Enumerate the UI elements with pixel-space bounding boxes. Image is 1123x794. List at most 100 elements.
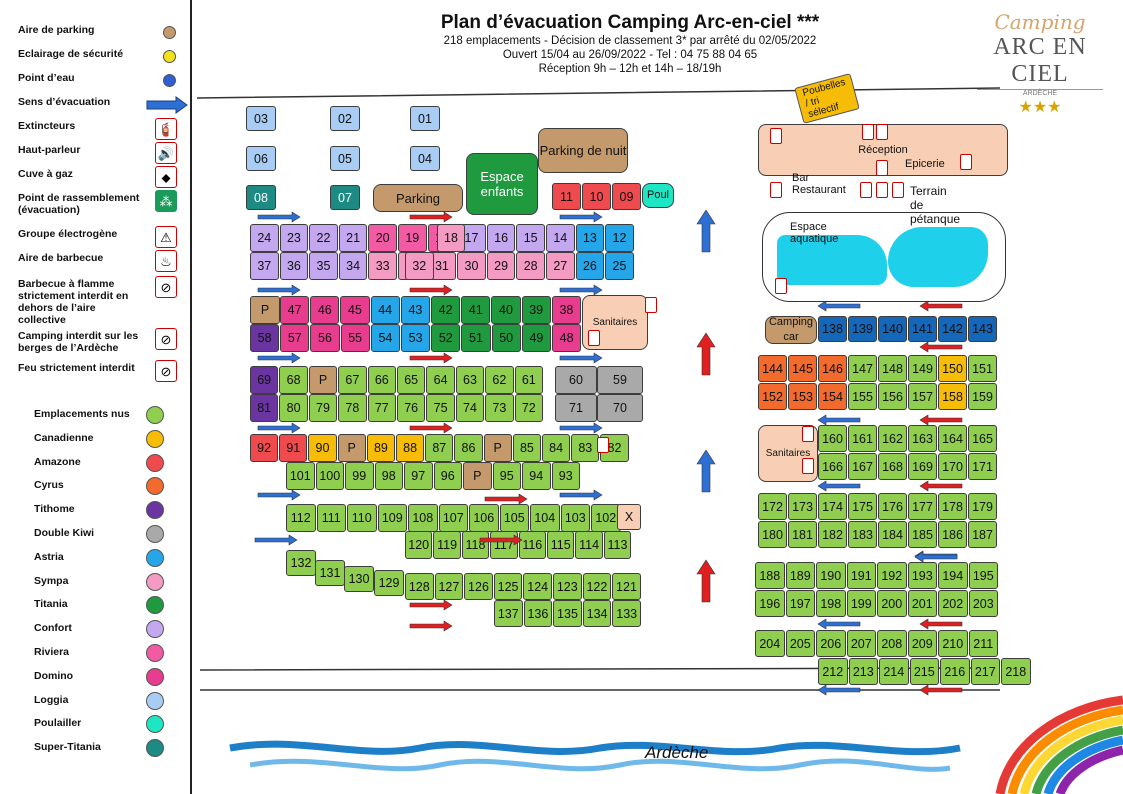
pitch-179[interactable]: 179 (968, 493, 997, 520)
pitch-126[interactable]: 126 (464, 573, 493, 600)
pitch-135[interactable]: 135 (553, 600, 582, 627)
pitch-139[interactable]: 139 (848, 316, 877, 342)
pitch-71[interactable]: 71 (555, 394, 597, 422)
pitch-180[interactable]: 180 (758, 521, 787, 548)
pitch-160[interactable]: 160 (818, 425, 847, 452)
pitch-85[interactable]: 85 (512, 434, 541, 462)
pitch-45[interactable]: 45 (340, 296, 370, 324)
pitch-141[interactable]: 141 (908, 316, 937, 342)
pitch-175[interactable]: 175 (848, 493, 877, 520)
pitch-172[interactable]: 172 (758, 493, 787, 520)
pitch-76[interactable]: 76 (397, 394, 426, 422)
pitch-169[interactable]: 169 (908, 453, 937, 480)
pitch-49[interactable]: 49 (521, 324, 551, 352)
pitch-20[interactable]: 20 (368, 224, 397, 252)
pitch-66[interactable]: 66 (367, 366, 396, 394)
pitch-208[interactable]: 208 (877, 630, 907, 657)
pitch-09[interactable]: 09 (612, 183, 641, 210)
pitch-91[interactable]: 91 (279, 434, 308, 462)
pitch-62[interactable]: 62 (485, 366, 514, 394)
pitch-218[interactable]: 218 (1001, 658, 1031, 685)
pitch-86[interactable]: 86 (454, 434, 483, 462)
pitch-133[interactable]: 133 (612, 600, 641, 627)
pitch-54[interactable]: 54 (370, 324, 400, 352)
pitch-216[interactable]: 216 (940, 658, 970, 685)
pitch-16[interactable]: 16 (486, 224, 516, 252)
pitch-125[interactable]: 125 (493, 573, 523, 600)
pitch-46[interactable]: 46 (310, 296, 340, 324)
pitch-199[interactable]: 199 (846, 590, 876, 617)
pitch-111[interactable]: 111 (316, 504, 346, 532)
pitch-44[interactable]: 44 (370, 296, 400, 324)
pitch-142[interactable]: 142 (938, 316, 967, 342)
pitch-97[interactable]: 97 (404, 462, 433, 490)
pitch-68[interactable]: 68 (279, 366, 308, 394)
pitch-32[interactable]: 32 (405, 252, 434, 280)
pitch-147[interactable]: 147 (848, 355, 877, 382)
pitch-72[interactable]: 72 (514, 394, 543, 422)
pitch-40[interactable]: 40 (491, 296, 521, 324)
pitch-12[interactable]: 12 (605, 224, 634, 252)
pitch-162[interactable]: 162 (878, 425, 907, 452)
pitch-23[interactable]: 23 (279, 224, 309, 252)
pitch-18[interactable]: 18 (437, 224, 465, 252)
pitch-151[interactable]: 151 (968, 355, 997, 382)
pitch-93[interactable]: 93 (551, 462, 580, 490)
pitch-123[interactable]: 123 (553, 573, 582, 600)
pitch-96[interactable]: 96 (433, 462, 462, 490)
pitch-197[interactable]: 197 (785, 590, 815, 617)
pitch-33[interactable]: 33 (368, 252, 397, 280)
pitch-112[interactable]: 112 (286, 504, 316, 532)
pitch-134[interactable]: 134 (582, 600, 612, 627)
pitch-98[interactable]: 98 (374, 462, 403, 490)
pitch-165[interactable]: 165 (968, 425, 997, 452)
pitch-217[interactable]: 217 (970, 658, 1000, 685)
pitch-150[interactable]: 150 (938, 355, 967, 382)
pitch-15[interactable]: 15 (516, 224, 545, 252)
pitch-121[interactable]: 121 (612, 573, 641, 600)
pitch-64[interactable]: 64 (426, 366, 455, 394)
pitch-194[interactable]: 194 (938, 562, 968, 589)
pitch-90[interactable]: 90 (308, 434, 337, 462)
pitch-59[interactable]: 59 (597, 366, 643, 394)
pitch-25[interactable]: 25 (605, 252, 634, 280)
pitch-185[interactable]: 185 (908, 521, 937, 548)
pitch-212[interactable]: 212 (818, 658, 848, 685)
pitch-87[interactable]: 87 (425, 434, 454, 462)
pitch-106[interactable]: 106 (469, 504, 499, 532)
pitch-215[interactable]: 215 (909, 658, 939, 685)
pitch-210[interactable]: 210 (938, 630, 968, 657)
pitch-136[interactable]: 136 (523, 600, 553, 627)
pitch-122[interactable]: 122 (582, 573, 612, 600)
pitch-137[interactable]: 137 (494, 600, 523, 627)
pitch-74[interactable]: 74 (455, 394, 485, 422)
pitch-55[interactable]: 55 (340, 324, 370, 352)
pitch-81[interactable]: 81 (250, 394, 279, 422)
pitch-28[interactable]: 28 (516, 252, 545, 280)
pitch-53[interactable]: 53 (401, 324, 431, 352)
pitch-204[interactable]: 204 (755, 630, 785, 657)
pitch-146[interactable]: 146 (818, 355, 847, 382)
pitch-11[interactable]: 11 (552, 183, 581, 210)
pitch-29[interactable]: 29 (486, 252, 516, 280)
pitch-138[interactable]: 138 (818, 316, 847, 342)
pitch-152[interactable]: 152 (758, 383, 787, 410)
pitch-200[interactable]: 200 (877, 590, 907, 617)
pitch-43[interactable]: 43 (400, 296, 430, 324)
pitch-70[interactable]: 70 (597, 394, 643, 422)
pitch-148[interactable]: 148 (878, 355, 907, 382)
pitch-39[interactable]: 39 (521, 296, 551, 324)
pitch-42[interactable]: 42 (431, 296, 461, 324)
pitch-193[interactable]: 193 (907, 562, 937, 589)
pitch-100[interactable]: 100 (315, 462, 344, 490)
pitch-P[interactable]: P (337, 434, 366, 462)
pitch-155[interactable]: 155 (848, 383, 877, 410)
pitch-209[interactable]: 209 (907, 630, 937, 657)
pitch-156[interactable]: 156 (878, 383, 907, 410)
pitch-164[interactable]: 164 (938, 425, 967, 452)
pitch-22[interactable]: 22 (309, 224, 338, 252)
pitch-167[interactable]: 167 (848, 453, 877, 480)
pitch-159[interactable]: 159 (968, 383, 997, 410)
pitch-01[interactable]: 01 (410, 106, 440, 131)
pitch-61[interactable]: 61 (514, 366, 543, 394)
